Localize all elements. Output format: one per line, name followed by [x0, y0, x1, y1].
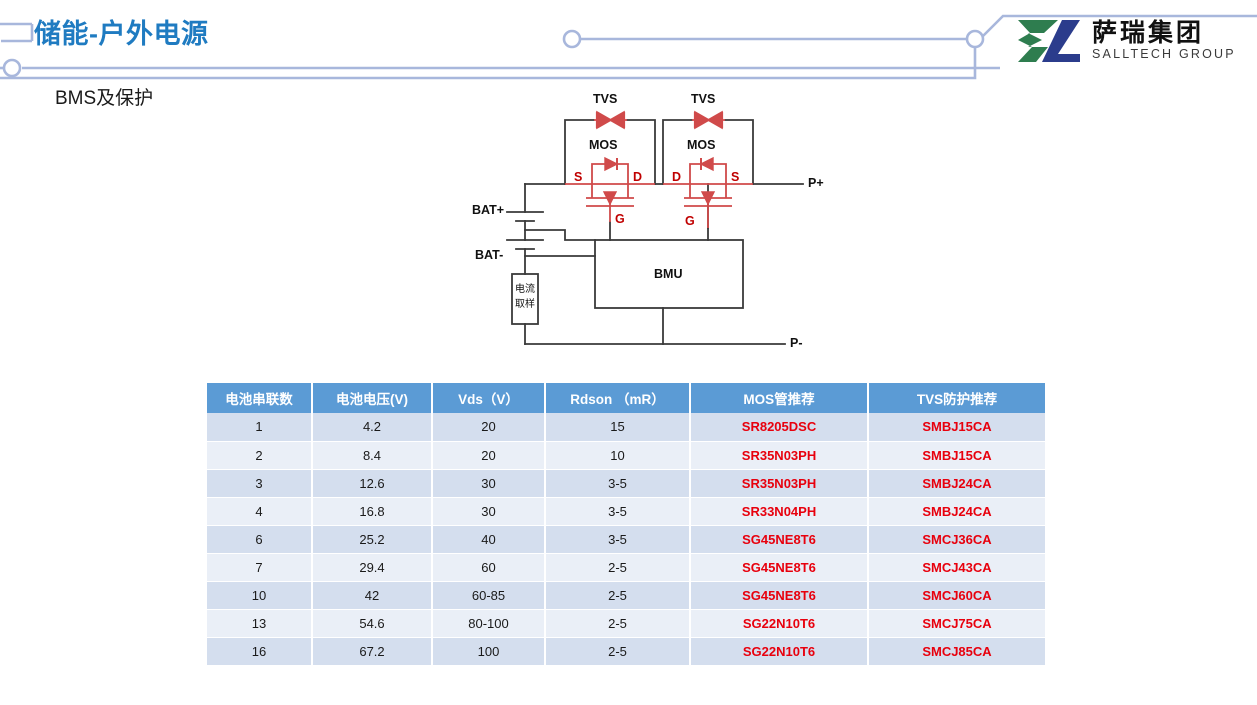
column-header-vds: Vds（V） — [432, 383, 546, 413]
bmu-label: BMU — [654, 267, 683, 281]
mos-left-drain-label: D — [633, 170, 643, 184]
cell-battery-voltage: 4.2 — [312, 413, 433, 442]
cell-rdson: 2-5 — [545, 553, 691, 582]
deco-circle-left — [2, 58, 22, 78]
table-row: 7 29.4 60 2-5 SG45NE8T6 SMCJ43CA — [207, 553, 1045, 582]
cell-battery-voltage: 54.6 — [312, 609, 433, 638]
mos-left-gate-label: G — [615, 212, 625, 226]
cell-tvs-part: SMBJ15CA — [868, 441, 1045, 470]
cell-tvs-part: SMCJ85CA — [868, 637, 1045, 666]
cell-series-count: 6 — [207, 525, 313, 554]
cell-mos-part: SR35N03PH — [690, 469, 869, 498]
table-row: 1 4.2 20 15 SR8205DSC SMBJ15CA — [207, 413, 1045, 442]
cell-rdson: 3-5 — [545, 497, 691, 526]
tvs-left-label: TVS — [593, 92, 618, 106]
cell-vds: 60-85 — [432, 581, 546, 610]
table-row: 3 12.6 30 3-5 SR35N03PH SMBJ24CA — [207, 469, 1045, 498]
mos-right-source-label: S — [731, 170, 740, 184]
logo-name-en: SALLTECH GROUP — [1092, 47, 1236, 62]
cell-rdson: 15 — [545, 413, 691, 442]
column-header-series-count: 电池串联数 — [207, 383, 313, 413]
table-row: 13 54.6 80-100 2-5 SG22N10T6 SMCJ75CA — [207, 609, 1045, 638]
logo-name-cn: 萨瑞集团 — [1092, 19, 1205, 47]
battery-positive-label: BAT+ — [472, 203, 505, 217]
cell-vds: 100 — [432, 637, 546, 666]
page-title: 储能-户外电源 — [34, 19, 209, 49]
cell-vds: 40 — [432, 525, 546, 554]
current-shunt-label-line2: 取样 — [515, 299, 535, 310]
cell-tvs-part: SMCJ60CA — [868, 581, 1045, 610]
cell-tvs-part: SMBJ24CA — [868, 497, 1045, 526]
table-row: 16 67.2 100 2-5 SG22N10T6 SMCJ85CA — [207, 637, 1045, 666]
cell-series-count: 2 — [207, 441, 313, 470]
page-subtitle: BMS及保护 — [55, 88, 154, 109]
cell-tvs-part: SMCJ36CA — [868, 525, 1045, 554]
cell-battery-voltage: 8.4 — [312, 441, 433, 470]
cell-series-count: 16 — [207, 637, 313, 666]
cell-series-count: 4 — [207, 497, 313, 526]
cell-rdson: 2-5 — [545, 637, 691, 666]
cell-rdson: 10 — [545, 441, 691, 470]
table-row: 10 42 60-85 2-5 SG45NE8T6 SMCJ60CA — [207, 581, 1045, 610]
cell-mos-part: SG45NE8T6 — [690, 581, 869, 610]
deco-circle-mid — [562, 29, 582, 49]
cell-series-count: 1 — [207, 413, 313, 442]
column-header-tvs-recommend: TVS防护推荐 — [868, 383, 1045, 413]
brand-logo: 萨瑞集团 SALLTECH GROUP — [1012, 12, 1248, 70]
cell-rdson: 2-5 — [545, 609, 691, 638]
cell-mos-part: SG22N10T6 — [690, 609, 869, 638]
cell-vds: 20 — [432, 413, 546, 442]
cell-battery-voltage: 25.2 — [312, 525, 433, 554]
cell-battery-voltage: 42 — [312, 581, 433, 610]
cell-battery-voltage: 67.2 — [312, 637, 433, 666]
cell-mos-part: SR35N03PH — [690, 441, 869, 470]
table-row: 6 25.2 40 3-5 SG45NE8T6 SMCJ36CA — [207, 525, 1045, 554]
mos-tvs-recommendation-table: 电池串联数 电池电压(V) Vds（V） Rdson （mR） MOS管推荐 T… — [207, 383, 1045, 666]
cell-vds: 80-100 — [432, 609, 546, 638]
cell-series-count: 7 — [207, 553, 313, 582]
cell-mos-part: SR33N04PH — [690, 497, 869, 526]
cell-battery-voltage: 29.4 — [312, 553, 433, 582]
column-header-mos-recommend: MOS管推荐 — [690, 383, 869, 413]
battery-negative-label: BAT- — [475, 248, 504, 262]
cell-vds: 20 — [432, 441, 546, 470]
cell-vds: 60 — [432, 553, 546, 582]
cell-rdson: 2-5 — [545, 581, 691, 610]
mos-right-label: MOS — [687, 138, 716, 152]
pack-positive-label: P+ — [808, 176, 824, 190]
cell-tvs-part: SMCJ43CA — [868, 553, 1045, 582]
mos-right-gate-label: G — [685, 214, 695, 228]
cell-series-count: 13 — [207, 609, 313, 638]
mos-left-label: MOS — [589, 138, 618, 152]
cell-vds: 30 — [432, 497, 546, 526]
column-header-battery-voltage: 电池电压(V) — [312, 383, 433, 413]
table-row: 2 8.4 20 10 SR35N03PH SMBJ15CA — [207, 441, 1045, 470]
cell-tvs-part: SMCJ75CA — [868, 609, 1045, 638]
current-shunt-label-line1: 电流 — [515, 284, 535, 295]
cell-rdson: 3-5 — [545, 525, 691, 554]
tvs-right-label: TVS — [691, 92, 716, 106]
cell-rdson: 3-5 — [545, 469, 691, 498]
cell-battery-voltage: 12.6 — [312, 469, 433, 498]
cell-tvs-part: SMBJ15CA — [868, 413, 1045, 442]
circuit-schematic-svg — [506, 110, 804, 345]
salltech-logo-icon — [1018, 20, 1080, 62]
deco-circle-right — [965, 29, 985, 49]
mos-right-drain-label: D — [672, 170, 682, 184]
mos-left-source-label: S — [574, 170, 583, 184]
cell-mos-part: SG45NE8T6 — [690, 553, 869, 582]
cell-mos-part: SG22N10T6 — [690, 637, 869, 666]
pack-negative-label: P- — [790, 336, 803, 350]
table-header-row: 电池串联数 电池电压(V) Vds（V） Rdson （mR） MOS管推荐 T… — [207, 383, 1045, 413]
cell-vds: 30 — [432, 469, 546, 498]
column-header-rdson: Rdson （mR） — [545, 383, 691, 413]
table-row: 4 16.8 30 3-5 SR33N04PH SMBJ24CA — [207, 497, 1045, 526]
bms-circuit-diagram: TVS TVS MOS MOS S D G D S G BAT+ BAT- P+… — [455, 88, 875, 370]
cell-mos-part: SG45NE8T6 — [690, 525, 869, 554]
cell-series-count: 10 — [207, 581, 313, 610]
cell-series-count: 3 — [207, 469, 313, 498]
cell-mos-part: SR8205DSC — [690, 413, 869, 442]
cell-battery-voltage: 16.8 — [312, 497, 433, 526]
cell-tvs-part: SMBJ24CA — [868, 469, 1045, 498]
